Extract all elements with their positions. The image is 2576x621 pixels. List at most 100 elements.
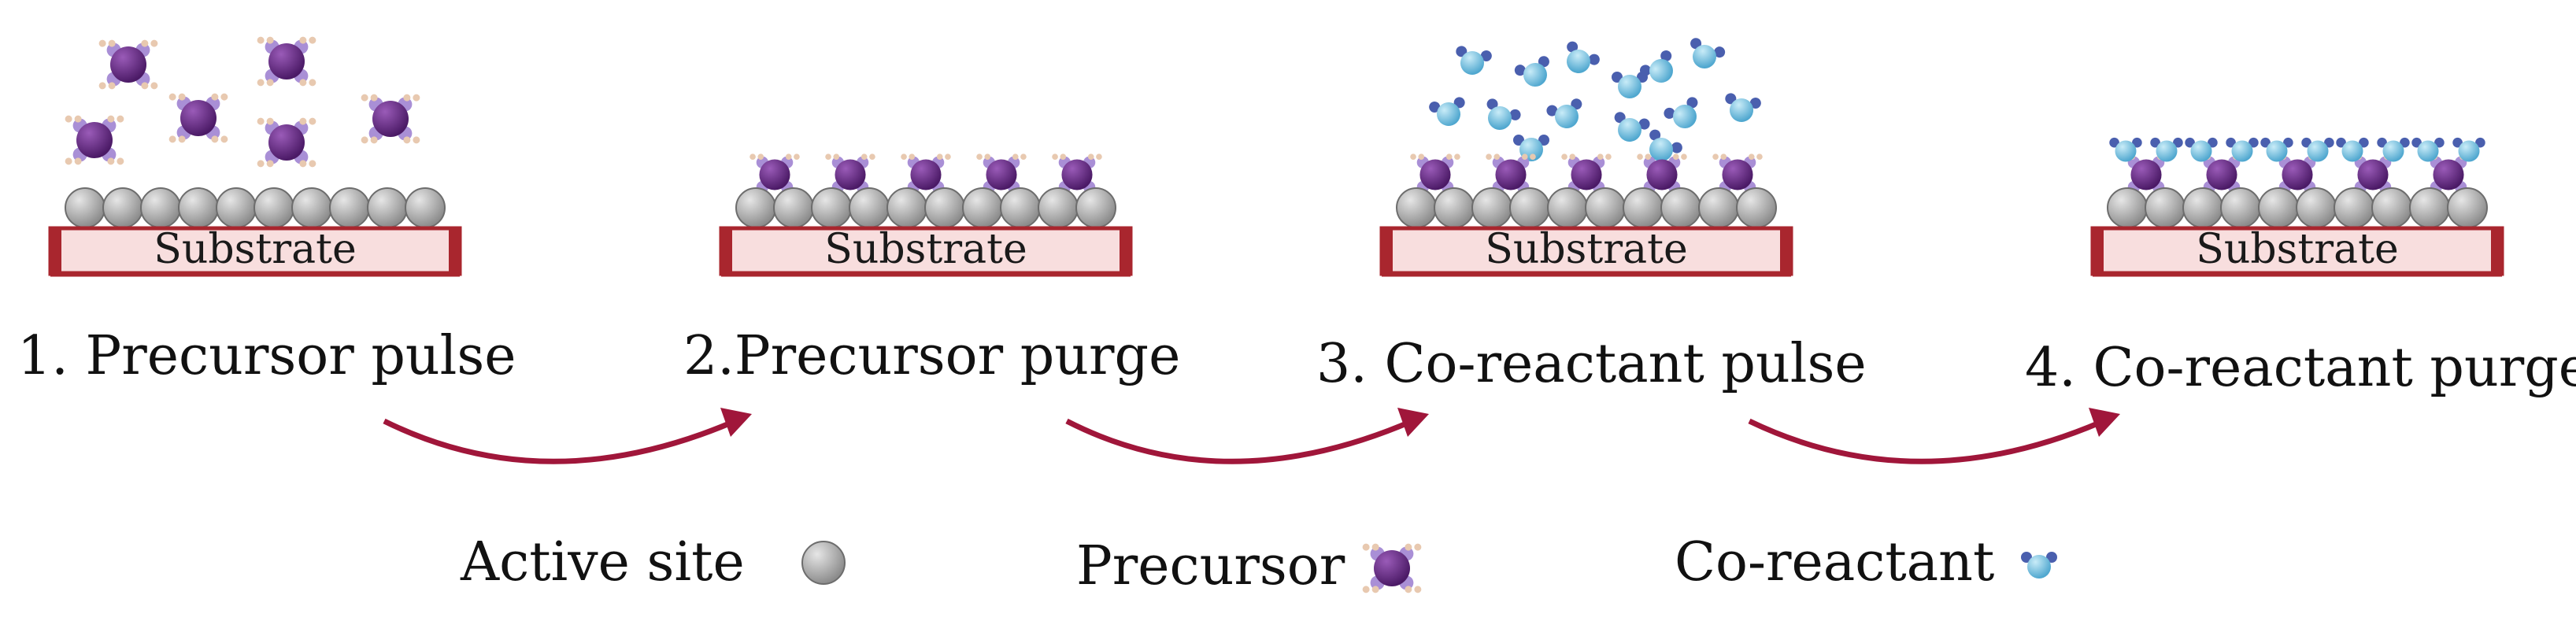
ligand-tip [825,153,831,160]
coreactant-atom-main [2417,140,2439,162]
precursor-core [1495,159,1527,190]
coreactant-atom-small [1571,98,1582,110]
precursor-core [1061,159,1093,190]
active-site [329,187,370,228]
ligand-tip [309,36,316,44]
active-site [1396,187,1437,228]
substrate-edge-left [2093,228,2104,274]
coreactant-atom-small [1664,107,1675,119]
ligand-tip [1561,153,1567,160]
ligand-tip [749,153,756,160]
coreactant-atom-small [1538,135,1549,146]
coreactant-atom-small [2411,137,2422,148]
active-site [2334,187,2374,228]
ligand-tip [150,39,158,47]
precursor-core [180,100,217,136]
ligand-tip [108,82,116,90]
ligand-tip [1371,586,1379,593]
ligand-tip [361,136,368,144]
ligand-tip [1405,543,1412,551]
precursor-core [2130,159,2162,190]
arrow-2-to-3 [1065,414,1423,464]
ligand-tip [1410,153,1416,160]
coreactant-atom-main [1460,51,1484,75]
coreactant-atom-main [2027,555,2051,578]
active-site [1623,187,1664,228]
coreactant-atom-main [1649,59,1673,83]
ligand-tip [984,153,991,160]
ligand-tip [299,160,307,168]
coreactant-atom-main [1567,50,1590,73]
coreactant-atom-small [2283,137,2293,148]
coreactant-atom-main [1649,138,1673,161]
coreactant-molecule [1640,50,1673,83]
coreactant-atom-small [1546,105,1558,116]
coreactant-atom-small [1588,54,1600,65]
ligand-tip [150,82,158,90]
active-site-row [1396,187,1777,228]
legend: Active site Precursor Co-reactant [460,531,2057,597]
gas-phase-coreactants [1429,38,1761,161]
coreactant-atom-main [1618,75,1641,98]
substrate-edge-left [1382,228,1393,274]
substrate-edge-right [1120,228,1131,274]
coreactant-molecule [2150,137,2183,162]
substrate [1379,226,1793,277]
coreactant-atom-main [1523,63,1547,87]
active-site [811,187,852,228]
coreactant-atom-small [1538,56,1549,68]
ligand-tip [1362,586,1370,593]
active-site [2182,187,2223,228]
ligand-tip [1096,153,1102,160]
ligand-tip [1371,543,1379,551]
substrate-edge-right [2491,228,2502,274]
active-site [405,187,446,228]
precursor-core [110,46,146,83]
precursor-molecule [257,117,316,168]
coreactant-atom-main [2156,140,2178,162]
coreactant-atom-small [2324,137,2334,148]
ligand-tip [65,115,72,123]
ligand-tip [178,135,186,143]
legend-precursor-icon [1362,543,1422,593]
precursor-core [76,122,113,158]
substrate-edge-right [1780,228,1791,274]
ligand-tip [403,94,411,102]
precursor-core [1374,550,1410,586]
active-site [2220,187,2261,228]
ligand-tip [1087,153,1094,160]
ligand-tip [98,82,106,90]
ligand-tip [869,153,875,160]
ligand-tip [861,153,868,160]
precursor-core [268,124,305,161]
coreactant-atom-main [2382,140,2404,162]
ligand-tip [1414,543,1422,551]
coreactant-molecule [1725,93,1761,122]
coreactant-atom-main [2341,140,2363,162]
active-site [1434,187,1475,228]
ligand-tip [168,93,176,101]
coreactant-molecule [1690,38,1726,68]
ligand-tip [1605,153,1612,160]
active-site [1585,187,1626,228]
active-site [367,187,408,228]
ligand-tip [141,39,149,47]
ligand-tip [936,153,943,160]
ligand-tip [309,117,316,125]
arrow-head-1 [720,408,752,437]
precursor-core [986,159,1017,190]
coreactant-molecule [2377,137,2410,162]
ligand-tip [901,153,907,160]
ligand-tip [266,79,274,87]
coreactant-molecule [2452,137,2485,162]
coreactant-atom-small [2336,137,2346,148]
ligand-tip [107,157,115,165]
coreactant-atom-small [2452,137,2463,148]
coreactant-molecule [2185,137,2218,162]
ligand-tip [1445,153,1453,160]
active-site-row [2107,187,2488,228]
precursor-core [2433,159,2464,190]
precursor-core [1722,159,1753,190]
ligand-tip [257,117,265,125]
